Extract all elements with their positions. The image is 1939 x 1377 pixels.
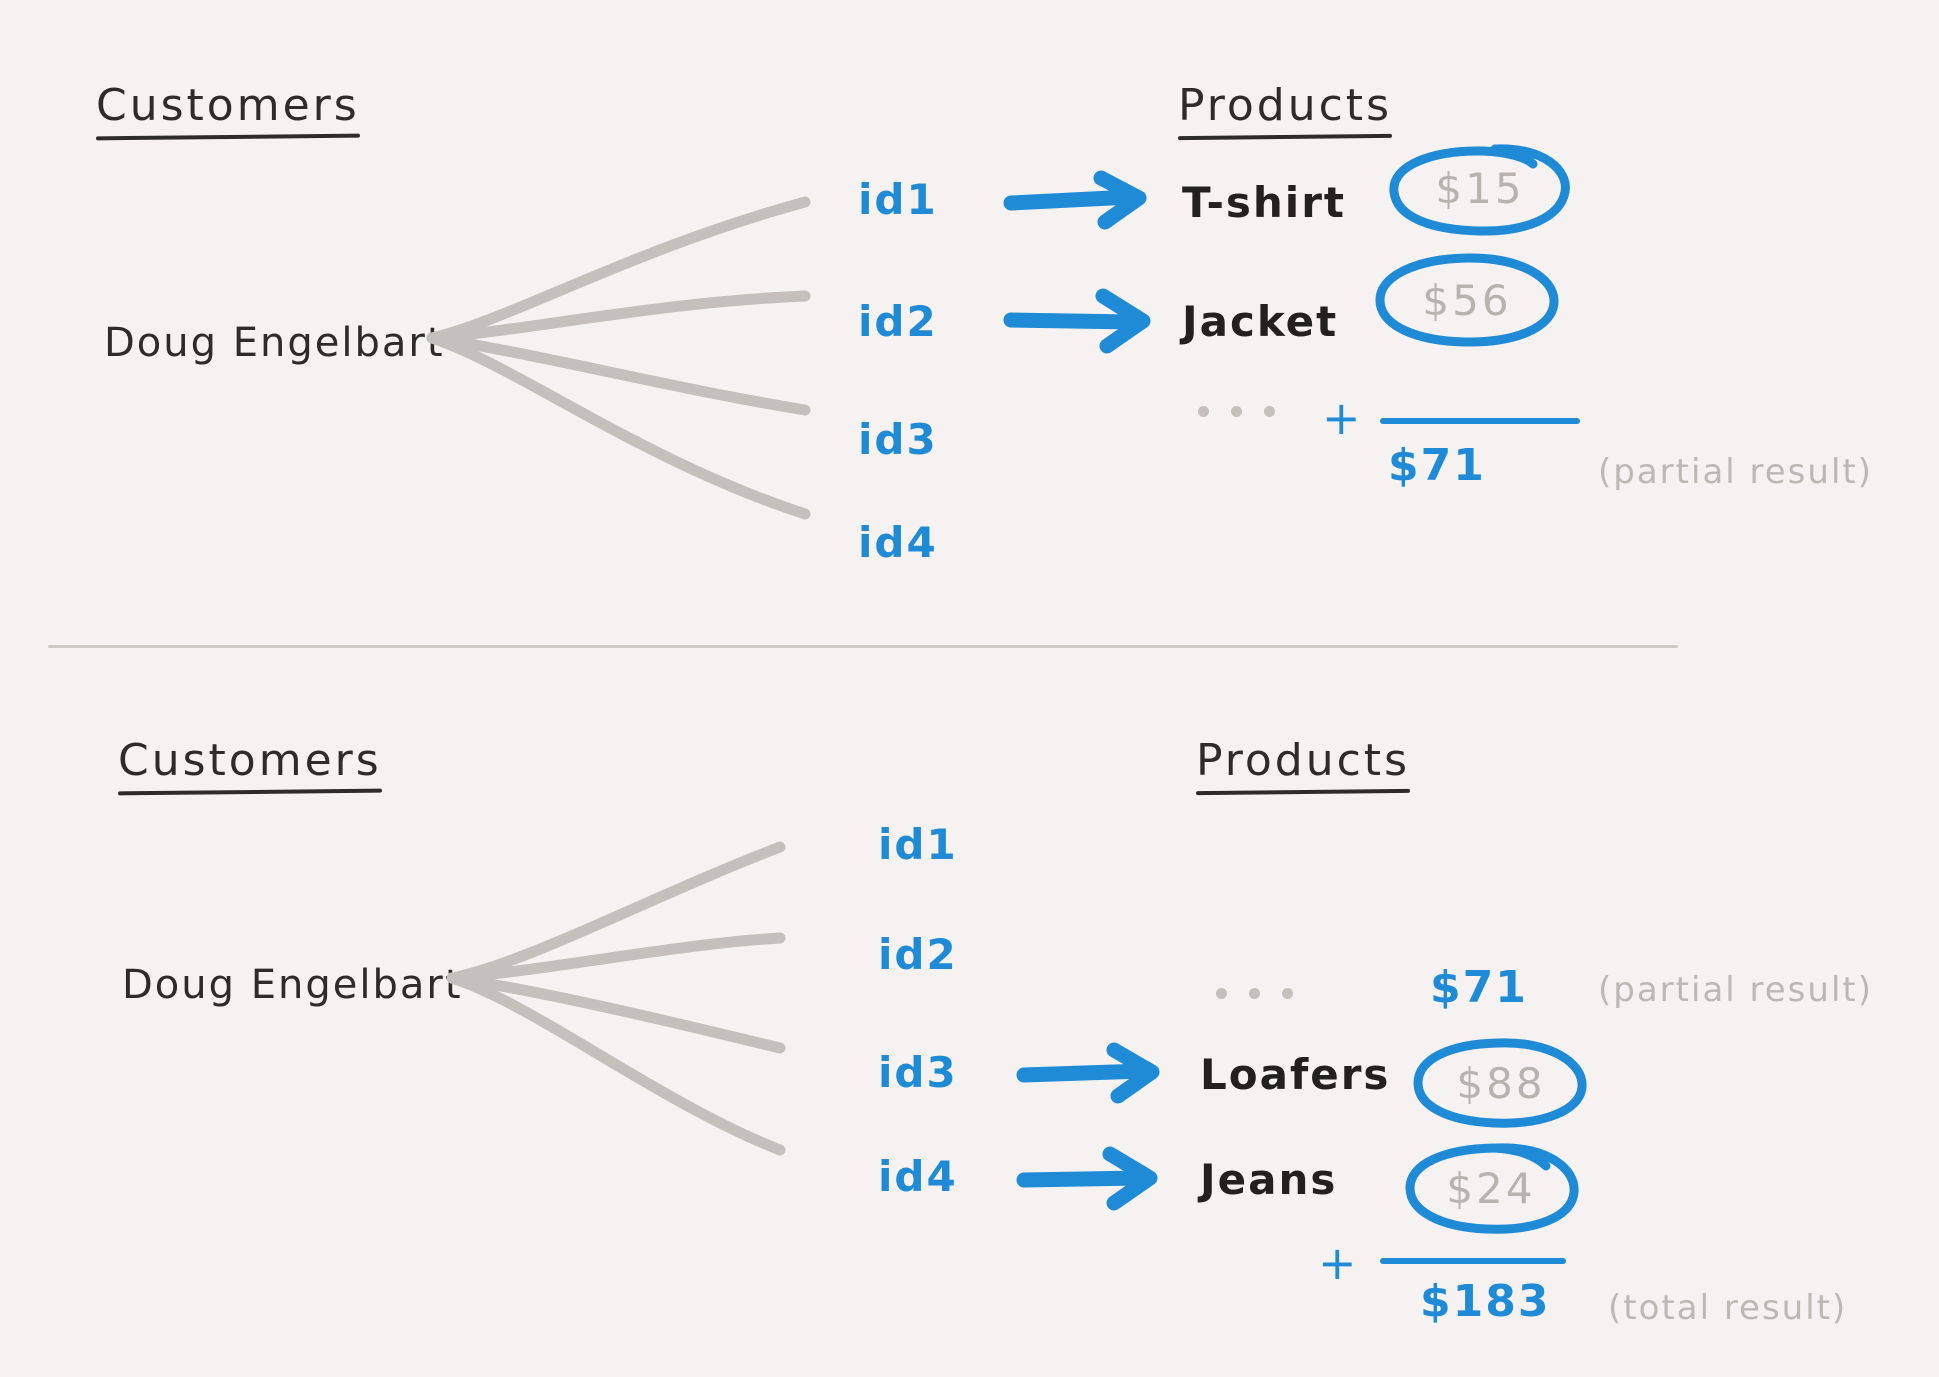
- bottom-price-badge-1: $88: [1406, 1035, 1596, 1131]
- top-products-heading: Products: [1177, 80, 1393, 141]
- top-products-heading-label: Products: [1178, 80, 1392, 131]
- bottom-id-label-1[interactable]: id1: [878, 820, 958, 869]
- bottom-carried-annotation: (partial result): [1598, 970, 1873, 1010]
- top-customers-heading-underline: [95, 133, 360, 141]
- top-id-label-2[interactable]: id2: [858, 297, 938, 346]
- bottom-id-label-2[interactable]: id2: [878, 930, 958, 979]
- top-id-label-3[interactable]: id3: [858, 415, 938, 464]
- bottom-result-amount: $183: [1420, 1276, 1551, 1327]
- top-branch-line-1: [426, 196, 811, 344]
- top-customers-heading-label: Customers: [96, 80, 360, 131]
- top-id-label-1[interactable]: id1: [858, 175, 938, 224]
- bottom-customer-name: Doug Engelbart: [122, 962, 463, 1008]
- top-price-badge-2: $56: [1372, 252, 1562, 348]
- top-customers-heading: Customers: [95, 80, 360, 141]
- bottom-customers-heading-label: Customers: [118, 735, 382, 786]
- top-price-circle-icon-1: [1389, 144, 1570, 236]
- bottom-arrow-icon-4: [1016, 1146, 1158, 1211]
- top-branch-lines: [426, 196, 811, 520]
- bottom-plus-sign: +: [1318, 1236, 1357, 1290]
- bottom-price-circle-icon-2: [1405, 1143, 1579, 1234]
- bottom-price-value-1: $88: [1456, 1058, 1546, 1108]
- top-plus-sign: +: [1322, 391, 1361, 445]
- top-branch-line-4: [426, 332, 811, 520]
- top-branch-line-2: [426, 290, 811, 344]
- bottom-branch-line-2: [446, 932, 786, 984]
- bottom-price-circle-icon-1: [1413, 1038, 1587, 1128]
- bottom-products-heading-underline: [1195, 788, 1411, 796]
- bottom-ellipsis: [1216, 988, 1293, 999]
- section-divider: [48, 645, 1678, 648]
- top-branch-line-3: [426, 332, 811, 416]
- bottom-branch-line-4: [446, 972, 786, 1156]
- top-price-circle-icon-2: [1375, 253, 1559, 347]
- top-arrow-icon-1: [1003, 170, 1147, 230]
- bottom-sum-rule: [1380, 1258, 1566, 1264]
- bottom-id-label-4[interactable]: id4: [878, 1152, 958, 1201]
- top-id-label-4[interactable]: id4: [858, 518, 938, 567]
- bottom-price-badge-2: $24: [1396, 1140, 1586, 1236]
- bottom-branch-line-3: [446, 972, 786, 1054]
- bottom-branch-lines: [446, 841, 786, 1156]
- top-arrow-icon-2: [1003, 288, 1151, 354]
- bottom-result-annotation: (total result): [1608, 1288, 1848, 1328]
- bottom-customers-heading-underline: [117, 788, 382, 796]
- top-ellipsis: [1198, 406, 1275, 417]
- top-products-heading-underline: [1177, 133, 1393, 141]
- bottom-product-name-1: Loafers: [1200, 1050, 1391, 1099]
- top-price-value-1: $15: [1435, 163, 1525, 213]
- bottom-customers-heading: Customers: [117, 735, 382, 796]
- bottom-price-value-2: $24: [1446, 1163, 1536, 1213]
- top-customer-name: Doug Engelbart: [104, 320, 445, 366]
- bottom-arrow-icon-3: [1016, 1042, 1160, 1104]
- top-result-amount: $71: [1388, 440, 1486, 491]
- top-product-name-1: T-shirt: [1182, 178, 1346, 227]
- bottom-products-heading-label: Products: [1196, 735, 1410, 786]
- bottom-id-label-3[interactable]: id3: [878, 1048, 958, 1097]
- top-result-annotation: (partial result): [1598, 452, 1873, 492]
- bottom-products-heading: Products: [1195, 735, 1411, 796]
- top-sum-rule: [1380, 418, 1580, 424]
- top-product-name-2: Jacket: [1182, 297, 1339, 346]
- top-price-badge-1: $15: [1385, 140, 1575, 236]
- top-price-value-2: $56: [1422, 275, 1512, 325]
- bottom-carried-amount: $71: [1430, 962, 1528, 1013]
- bottom-product-name-2: Jeans: [1200, 1155, 1338, 1204]
